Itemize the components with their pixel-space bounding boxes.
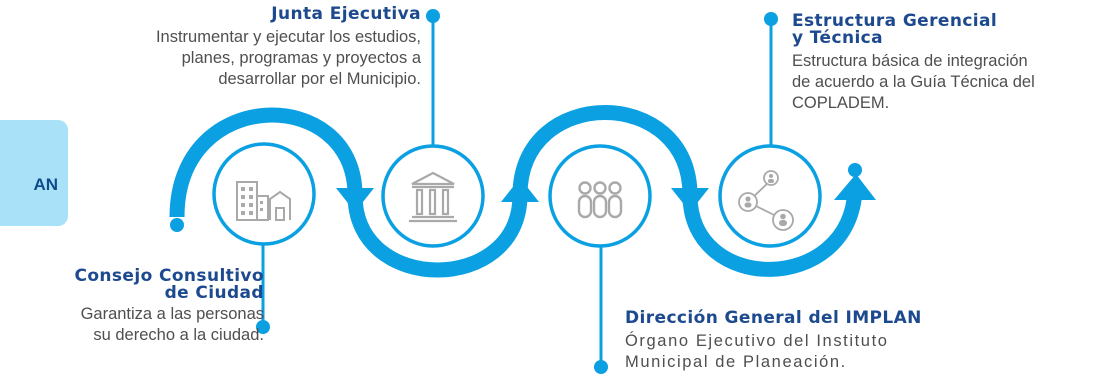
connector-dot-junta bbox=[426, 9, 440, 23]
connector-dot-direccion bbox=[594, 360, 608, 374]
side-tab: AN bbox=[0, 120, 68, 226]
node-title: Estructura Gerencial y Técnica bbox=[792, 11, 998, 48]
arrow-1-icon bbox=[336, 188, 374, 212]
node-estructura-gerencial: Estructura Gerencial y Técnica Estructur… bbox=[792, 13, 1102, 114]
network-people-icon bbox=[738, 170, 794, 231]
connector-dot-estructura bbox=[764, 12, 778, 26]
arrow-2-icon bbox=[501, 178, 539, 202]
node-description: Órgano Ejecutivo del Instituto Municipal… bbox=[625, 332, 889, 371]
group-people-icon bbox=[577, 181, 623, 219]
wave-end-dot bbox=[848, 163, 862, 177]
building-columns-icon bbox=[409, 171, 457, 223]
arrow-4-icon bbox=[834, 174, 876, 200]
node-title: Junta Ejecutiva bbox=[271, 4, 421, 24]
node-description: Instrumentar y ejecutar los estudios, pl… bbox=[155, 28, 421, 88]
side-tab-label: AN bbox=[33, 175, 58, 194]
node-circle-estructura bbox=[718, 144, 822, 248]
node-direccion-general: Dirección General del IMPLAN Órgano Ejec… bbox=[625, 310, 1005, 373]
node-junta-ejecutiva: Junta Ejecutiva Instrumentar y ejecutar … bbox=[61, 6, 421, 90]
city-buildings-icon bbox=[236, 181, 291, 221]
wave-start-dot bbox=[170, 218, 184, 232]
node-consejo-consultivo: Consejo Consultivo de Ciudad Garantiza a… bbox=[14, 268, 264, 346]
node-title: Dirección General del IMPLAN bbox=[625, 308, 922, 328]
arrow-3-icon bbox=[671, 188, 709, 212]
connector-dot-consejo bbox=[256, 320, 270, 334]
node-description: Garantiza a las personas su derecho a la… bbox=[80, 305, 264, 344]
node-title: Consejo Consultivo de Ciudad bbox=[74, 266, 264, 303]
node-description: Estructura básica de integración de acue… bbox=[792, 52, 1035, 112]
node-circle-junta bbox=[381, 144, 485, 248]
node-circle-consejo bbox=[212, 142, 316, 246]
